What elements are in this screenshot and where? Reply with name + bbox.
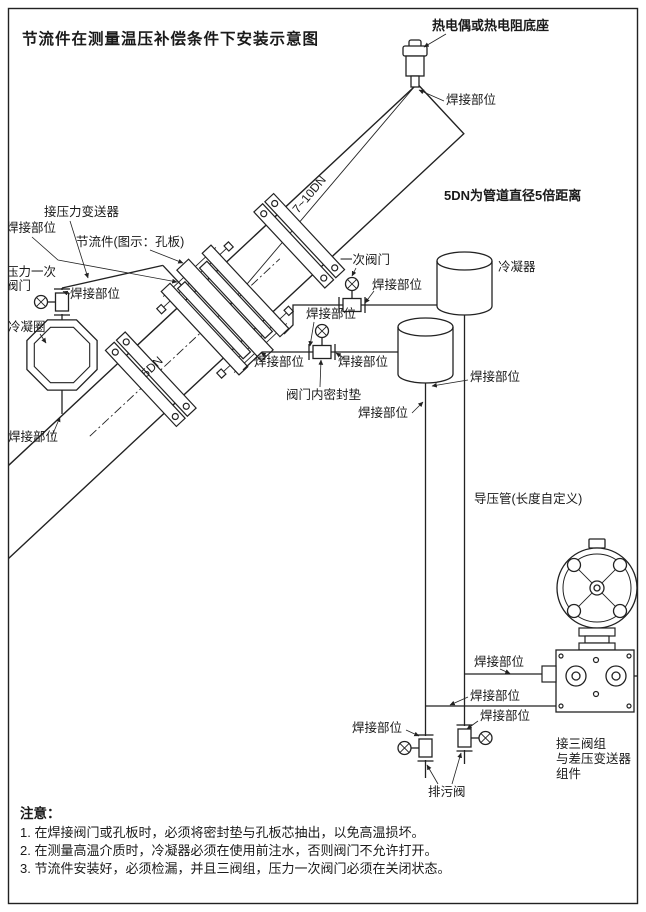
weld-label-bottom-left: 焊接部位 <box>8 429 58 444</box>
pressure-primary-valve-label-1: 压力一次 <box>6 265 56 279</box>
pressure-transmitter-label: 接压力变送器 <box>44 204 120 219</box>
leader-lines <box>31 33 511 785</box>
weld-label-thermo: 焊接部位 <box>446 92 496 107</box>
page-border <box>7 7 639 905</box>
condensate-ring-inner <box>33 326 91 384</box>
note-item-1: 1. 在焊接阀门或孔板时，必须将密封垫与孔板芯抽出，以免高温损坏。 <box>20 825 424 840</box>
notes-block: 注意： 1. 在焊接阀门或孔板时，必须将密封垫与孔板芯抽出，以免高温损坏。 2.… <box>20 805 450 876</box>
right-impulse-branch <box>242 251 556 778</box>
weld-label-b1: 焊接部位 <box>474 654 524 669</box>
thermo-base-label: 热电偶或热电阻底座 <box>432 18 549 33</box>
dimension-line-7-10dn <box>224 85 416 311</box>
drain-valve-label: 排污阀 <box>428 785 466 799</box>
thermowell-base <box>402 39 428 88</box>
weld-label-left-mid: 焊接部位 <box>70 286 120 301</box>
orifice-flange-assembly <box>104 192 346 428</box>
weld-label-r4: 焊接部位 <box>338 354 388 369</box>
weld-label-r1: 焊接部位 <box>372 277 422 292</box>
manifold-label-3: 组件 <box>556 767 581 781</box>
weld-label-b3: 焊接部位 <box>352 720 402 735</box>
weld-label-r3: 焊接部位 <box>254 354 304 369</box>
note-item-3: 3. 节流件安装好，必须检漏，并且三阀组，压力一次阀门必须在关闭状态。 <box>20 861 450 876</box>
weld-label-top-left: 焊接部位 <box>6 220 56 235</box>
note-item-2: 2. 在测量高温介质时，冷凝器必须在使用前注水，否则阀门不允许打开。 <box>20 843 437 858</box>
condenser-label: 冷凝器 <box>498 259 536 274</box>
weld-label-b2: 焊接部位 <box>470 688 520 703</box>
dn-note-label: 5DN为管道直径5倍距离 <box>444 188 581 203</box>
throttle-label: 节流件(图示：孔板) <box>76 235 184 249</box>
condenser-1 <box>436 251 493 316</box>
pressure-primary-valve-label-2: 阀门 <box>6 278 31 293</box>
manifold-label-2: 与差压变送器 <box>556 751 632 766</box>
pressure-primary-valve <box>33 288 71 316</box>
valve-seal-label: 阀门内密封垫 <box>286 387 362 402</box>
weld-label-b4: 焊接部位 <box>480 708 530 723</box>
condenser-2 <box>397 317 454 384</box>
drain-valve-1 <box>397 734 435 762</box>
weld-label-r2: 焊接部位 <box>306 306 356 321</box>
condensate-ring-outer <box>26 319 98 391</box>
weld-label-r5: 焊接部位 <box>470 369 520 384</box>
manifold-label-1: 接三阀组 <box>556 736 606 751</box>
page-title: 节流件在测量温压补偿条件下安装示意图 <box>22 29 319 48</box>
dp-transmitter <box>556 538 637 651</box>
left-impulse-branch <box>26 264 182 414</box>
weld-label-r6: 焊接部位 <box>358 405 408 420</box>
drain-valve-2 <box>455 724 493 752</box>
three-valve-manifold <box>541 649 637 713</box>
condensate-ring-label: 冷凝圈 <box>8 319 46 334</box>
primary-valve-label: 一次阀门 <box>340 252 390 267</box>
notes-heading: 注意： <box>20 805 61 821</box>
impulse-pipe-label: 导压管(长度自定义) <box>474 491 582 506</box>
